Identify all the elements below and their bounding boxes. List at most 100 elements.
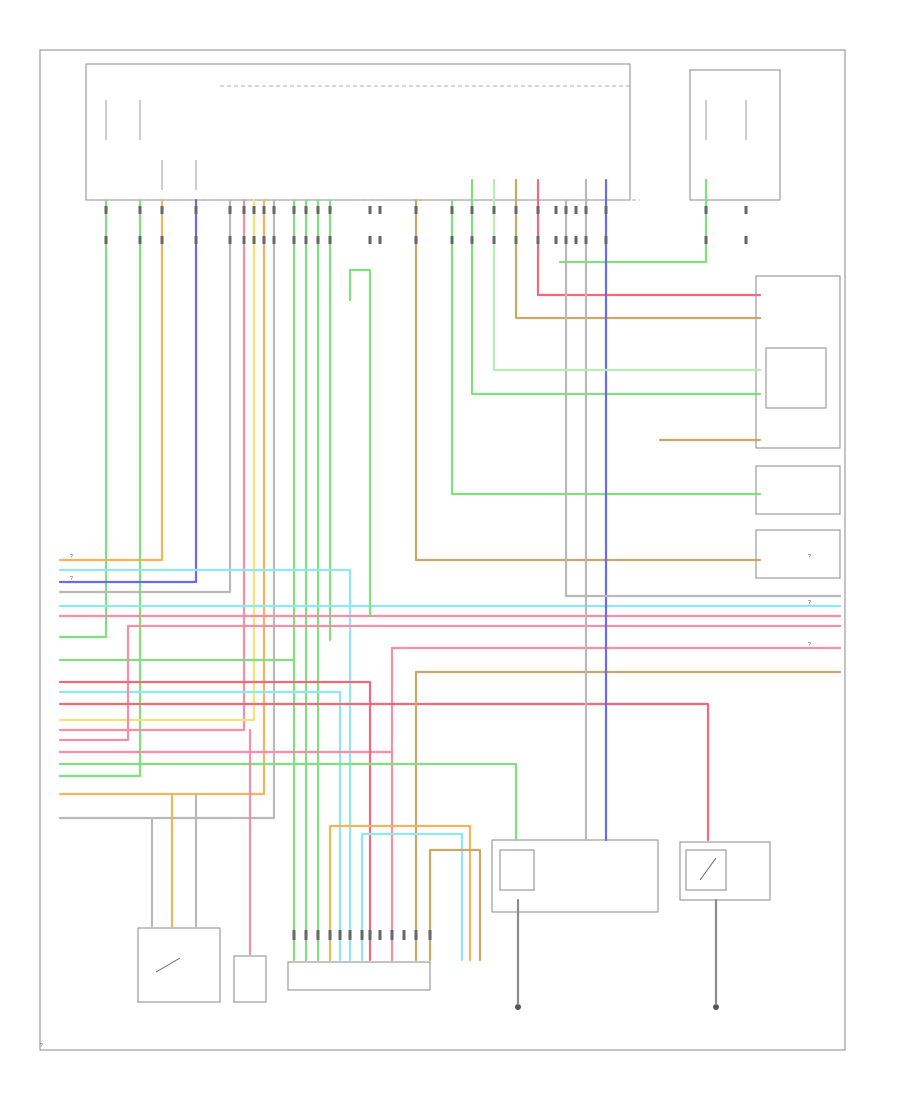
wire-green-2 — [58, 198, 142, 778]
connector-pin — [328, 930, 332, 940]
wire-tan — [414, 198, 762, 562]
connector-pin — [378, 206, 382, 214]
connector-pin — [554, 236, 558, 244]
connector-pin — [272, 236, 276, 244]
wire-pink — [58, 198, 246, 732]
connector-pin — [536, 206, 540, 214]
connector-pin — [402, 930, 406, 940]
connector-pin — [242, 236, 246, 244]
connector-pin — [470, 206, 474, 214]
combination-switch-box — [137, 927, 221, 1003]
wire-orange-3 — [328, 824, 472, 962]
connector-pin — [378, 236, 382, 244]
connector-pin — [564, 206, 568, 214]
connector-pin — [316, 930, 320, 940]
immobilizer-unit-box — [491, 839, 659, 913]
connector-pin — [304, 206, 308, 214]
connector-pin — [744, 236, 748, 244]
wire-red — [58, 680, 372, 962]
wire-cyan-4 — [360, 832, 464, 962]
wire-cyan-3 — [58, 690, 342, 962]
connector-pin — [262, 236, 266, 244]
wire-green-10 — [558, 178, 708, 264]
wires — [58, 178, 842, 1006]
connector-pin — [304, 930, 308, 940]
wire-blue — [58, 198, 198, 584]
connector-pin — [252, 206, 256, 214]
connector-pin — [160, 206, 164, 214]
connector-pin — [470, 236, 474, 244]
wire-tan-2 — [514, 178, 762, 320]
connector-pin — [604, 236, 608, 244]
connector-pin — [292, 206, 296, 214]
connector-pin — [228, 236, 232, 244]
wire-green-9 — [450, 198, 762, 496]
connector-pin — [564, 236, 568, 244]
connector-marks — [104, 206, 748, 940]
connector-block-box — [287, 961, 431, 991]
label-text: ? — [808, 600, 811, 606]
label-text: ? — [40, 1043, 43, 1049]
connector-pin — [304, 236, 308, 244]
wire-lightgreen — [492, 178, 762, 372]
connector-pin — [492, 206, 496, 214]
brake-fluid-switch-box — [755, 529, 841, 579]
connector-pin — [262, 206, 266, 214]
connector-pin — [104, 206, 108, 214]
connector-pin — [348, 930, 352, 940]
connector-pin — [292, 236, 296, 244]
connector-pin — [338, 930, 342, 940]
connector-pin — [242, 206, 246, 214]
switch-symbol — [699, 857, 717, 881]
connector-pin — [574, 206, 578, 214]
wire-pink-4 — [58, 624, 130, 742]
wire-red-2 — [58, 702, 710, 842]
immobilizer-inner-box — [499, 849, 535, 891]
ground-symbols — [515, 1004, 719, 1010]
connector-pin — [704, 206, 708, 214]
connector-pin — [514, 236, 518, 244]
wire-cyan — [58, 568, 352, 962]
switch-inner-box — [685, 849, 727, 891]
connector-pin — [704, 236, 708, 244]
connector-pin — [390, 930, 394, 940]
underhood-fuse-box — [689, 69, 781, 201]
connector-pin — [160, 236, 164, 244]
connector-pin — [194, 206, 198, 214]
connector-pin — [584, 206, 588, 214]
connector-pin — [252, 236, 256, 244]
seat-belt-switch-box — [233, 955, 267, 1003]
wire-gray-4 — [564, 198, 842, 598]
label-text: ? — [70, 554, 73, 560]
connector-pin — [138, 236, 142, 244]
wire-labels: ? ? ? ? ? ? — [40, 554, 811, 1049]
connector-pin — [272, 206, 276, 214]
wire-red-3 — [536, 178, 762, 297]
connector-pin — [104, 236, 108, 244]
relay-inner-box — [765, 347, 827, 409]
connector-pin — [584, 236, 588, 244]
connector-pin — [428, 930, 432, 940]
label-text: ? — [808, 554, 811, 560]
connector-pin — [292, 930, 296, 940]
wire-orange-2 — [58, 198, 266, 796]
wire-green-8 — [470, 178, 762, 396]
wire-green-12 — [58, 762, 518, 842]
connector-pin — [368, 206, 372, 214]
connector-pin — [368, 930, 372, 940]
wire-gray — [58, 198, 232, 594]
connector-pin — [450, 206, 454, 214]
diagram-border — [39, 49, 846, 1051]
wire-green-11 — [348, 268, 372, 618]
sensor-switch-box — [679, 841, 771, 901]
connector-pin — [368, 236, 372, 244]
fuse-symbols — [105, 100, 747, 190]
ground-icon — [713, 1004, 719, 1010]
connector-pin — [744, 206, 748, 214]
parking-brake-switch-box — [755, 465, 841, 515]
ground-icon — [515, 1004, 521, 1010]
connector-pin — [574, 236, 578, 244]
fuse-box — [85, 63, 631, 201]
connector-pin — [604, 206, 608, 214]
